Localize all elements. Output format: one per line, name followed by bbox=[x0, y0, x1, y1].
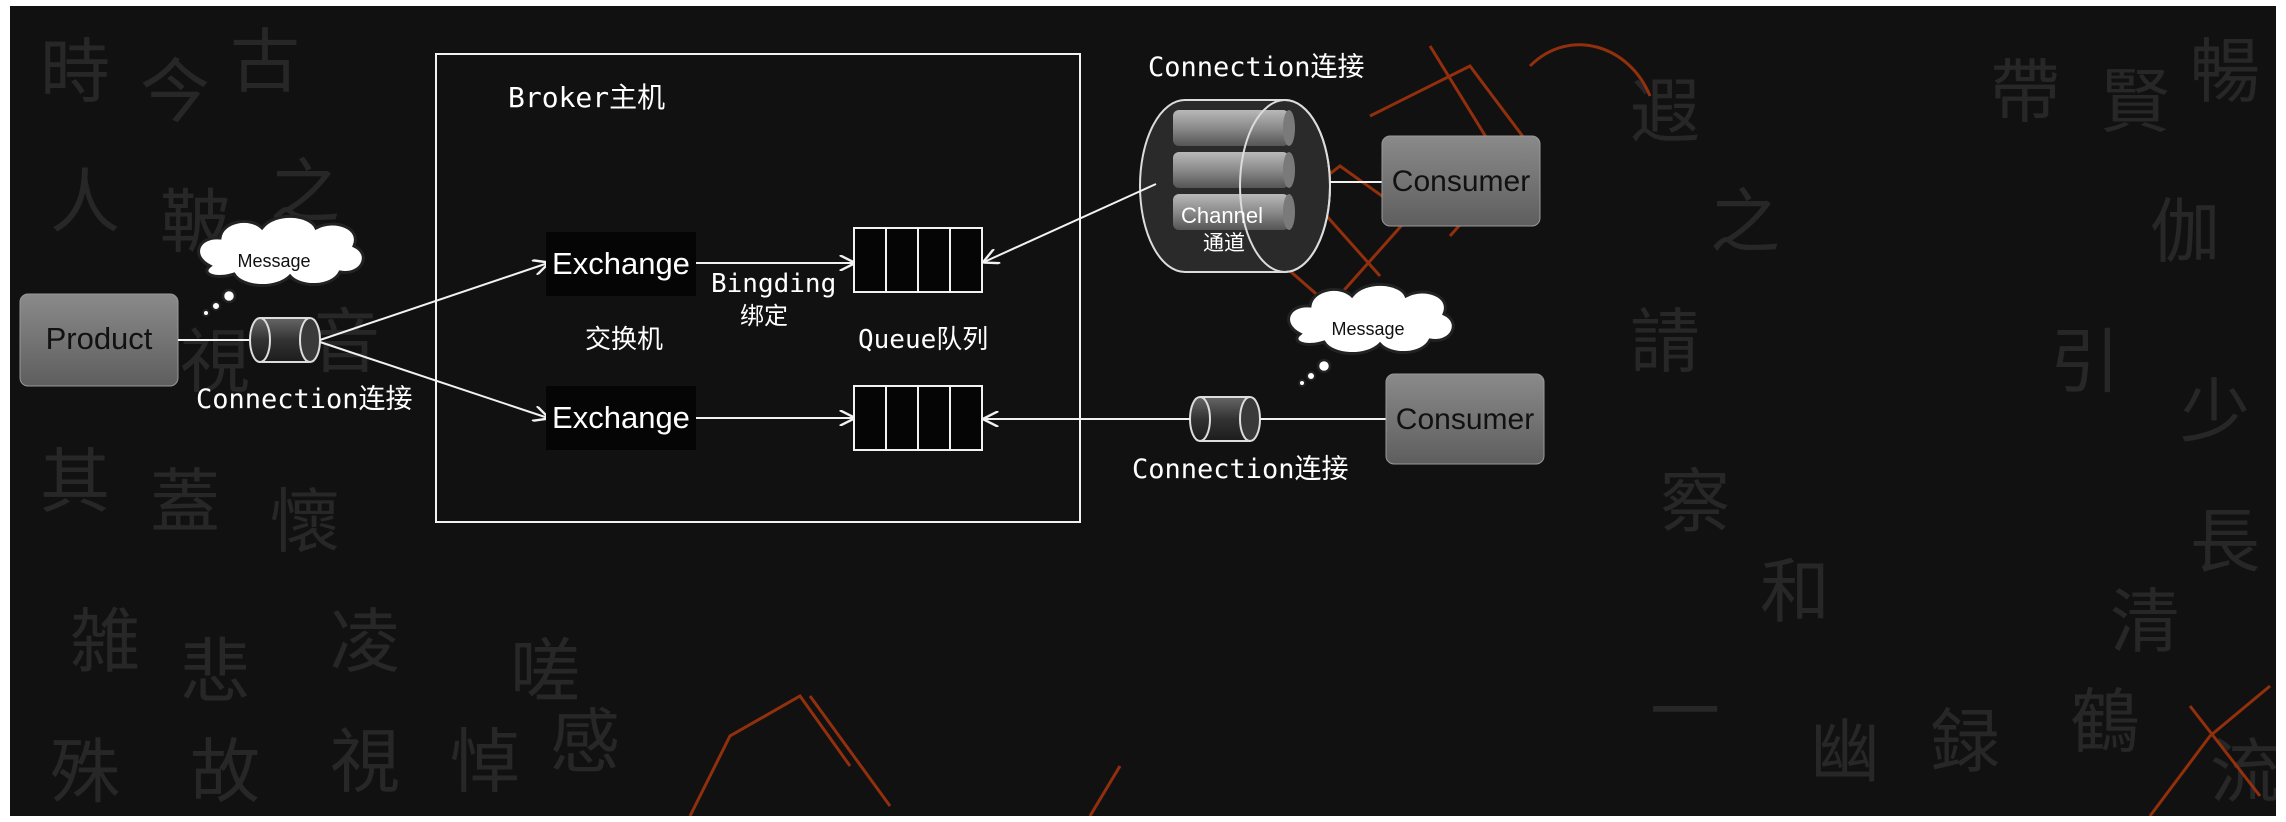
broker-label: Broker主机 bbox=[508, 81, 665, 114]
svg-text:少: 少 bbox=[2180, 371, 2250, 453]
svg-text:悲: 悲 bbox=[180, 631, 250, 713]
svg-text:其: 其 bbox=[40, 441, 110, 523]
consumer-message-label: Message bbox=[1331, 319, 1404, 339]
svg-text:嗟: 嗟 bbox=[510, 631, 580, 713]
svg-text:長: 長 bbox=[2190, 501, 2260, 583]
svg-text:察: 察 bbox=[1660, 461, 1730, 543]
channel-label-zh: 通道 bbox=[1203, 231, 1245, 255]
svg-text:和: 和 bbox=[1760, 551, 1830, 633]
svg-text:之: 之 bbox=[1710, 181, 1780, 263]
binding-label-en: Bingding bbox=[711, 269, 836, 299]
svg-text:賢: 賢 bbox=[2100, 61, 2170, 143]
svg-text:帶: 帶 bbox=[1990, 51, 2060, 133]
svg-text:幽: 幽 bbox=[1810, 711, 1880, 793]
producer-label: Product bbox=[46, 321, 153, 356]
arrow-to-exchange-2 bbox=[319, 341, 548, 418]
consumer-label-1: Consumer bbox=[1392, 165, 1530, 198]
svg-text:伽: 伽 bbox=[2150, 191, 2220, 273]
rabbitmq-architecture-diagram: 時今古 人鞁之 舞視音 其蓋懷 雑悲凌 殊故視 悼感嗟 遐之請 察和一 幽録鶴 … bbox=[19, 21, 2276, 816]
svg-text:引: 引 bbox=[2050, 321, 2120, 403]
exchange-caption: 交换机 bbox=[585, 325, 663, 355]
channel-label: Channel bbox=[1181, 203, 1263, 228]
svg-text:一: 一 bbox=[1650, 671, 1720, 753]
producer-message-cloud bbox=[197, 214, 365, 317]
producer-connection-label: Connection连接 bbox=[196, 384, 413, 415]
binding-label-zh: 绑定 bbox=[740, 302, 788, 330]
svg-text:今: 今 bbox=[140, 51, 210, 133]
producer-connection-cylinder bbox=[249, 317, 321, 363]
exchange-label-2: Exchange bbox=[552, 400, 690, 435]
svg-text:懷: 懷 bbox=[270, 481, 340, 563]
producer-message-label: Message bbox=[237, 251, 310, 271]
svg-text:請: 請 bbox=[1630, 301, 1700, 383]
svg-text:感: 感 bbox=[550, 701, 620, 783]
diagram-canvas: 時今古 人鞁之 舞視音 其蓋懷 雑悲凌 殊故視 悼感嗟 遐之請 察和一 幽録鶴 … bbox=[10, 6, 2276, 816]
svg-text:古: 古 bbox=[230, 21, 300, 103]
svg-text:清: 清 bbox=[2110, 581, 2180, 663]
arrow-to-exchange-1 bbox=[319, 263, 548, 341]
svg-text:遐: 遐 bbox=[1630, 71, 1700, 153]
consumer-box-2[interactable] bbox=[1385, 373, 1545, 465]
svg-text:視: 視 bbox=[330, 721, 400, 803]
queue-2[interactable] bbox=[853, 385, 983, 451]
calligraphy-background: 時今古 人鞁之 舞視音 其蓋懷 雑悲凌 殊故視 悼感嗟 遐之請 察和一 幽録鶴 … bbox=[40, 21, 2276, 813]
consumer-1-connection-label: Connection连接 bbox=[1148, 52, 1365, 83]
svg-text:鶴: 鶴 bbox=[2070, 681, 2140, 763]
exchange-box-2[interactable] bbox=[546, 386, 696, 450]
queue-caption: Queue队列 bbox=[858, 325, 988, 355]
arrow-to-queue-1 bbox=[984, 183, 1157, 262]
svg-text:視: 視 bbox=[180, 321, 250, 403]
svg-text:凌: 凌 bbox=[330, 601, 400, 683]
svg-text:録: 録 bbox=[1930, 701, 2000, 783]
consumer-message-cloud bbox=[1287, 282, 1455, 387]
exchange-box-1[interactable] bbox=[546, 232, 696, 296]
svg-text:殊: 殊 bbox=[50, 731, 120, 813]
consumer-label-2: Consumer bbox=[1396, 403, 1534, 436]
exchange-label-1: Exchange bbox=[552, 246, 690, 281]
svg-text:雑: 雑 bbox=[70, 601, 140, 683]
consumer-2-connection-label: Connection连接 bbox=[1132, 454, 1349, 485]
channel-tube bbox=[1139, 99, 1331, 273]
svg-text:暢: 暢 bbox=[2190, 31, 2260, 113]
svg-text:時: 時 bbox=[40, 31, 110, 113]
broker-box bbox=[435, 53, 1081, 523]
svg-text:悼: 悼 bbox=[450, 721, 520, 803]
svg-text:人: 人 bbox=[50, 161, 120, 243]
svg-text:故: 故 bbox=[190, 731, 260, 813]
queue-1[interactable] bbox=[853, 227, 983, 293]
consumer-2-connection-cylinder bbox=[1189, 396, 1261, 442]
svg-text:蓋: 蓋 bbox=[150, 461, 220, 543]
consumer-box-1[interactable] bbox=[1381, 135, 1541, 227]
